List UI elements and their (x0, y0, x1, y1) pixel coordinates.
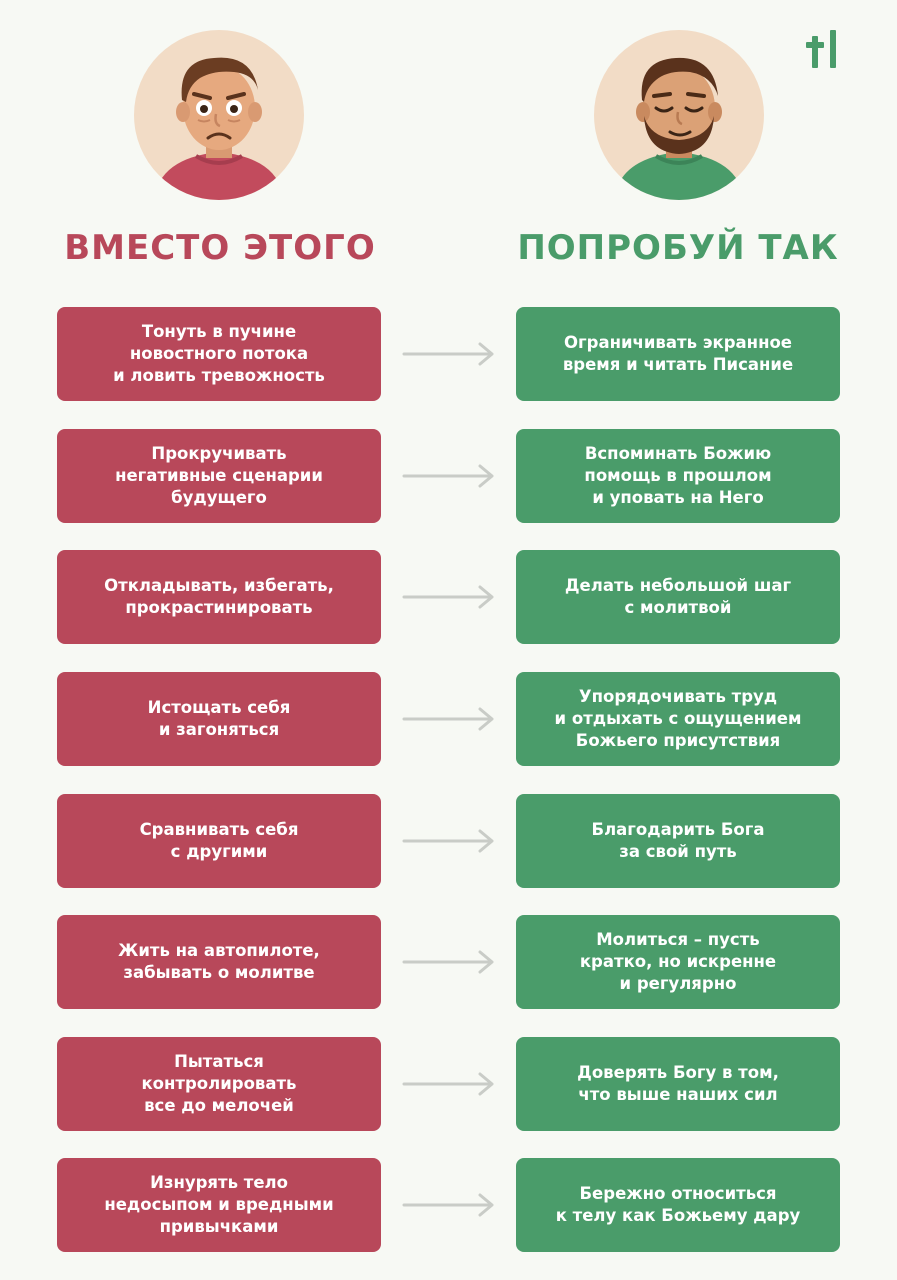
bad-habit-card: Прокручивать негативные сценарии будущег… (57, 429, 381, 523)
heading-instead: ВМЕСТО ЭТОГО (64, 228, 376, 268)
heading-try: ПОПРОБУЙ ТАК (517, 228, 839, 268)
arrow-right-icon (402, 707, 494, 731)
arrow-right-icon (402, 585, 494, 609)
arrow-right-icon (402, 342, 494, 366)
good-habit-card: Молиться – пусть кратко, но искренне и р… (516, 915, 840, 1009)
comparison-row: Прокручивать негативные сценарии будущег… (0, 429, 897, 523)
bad-habit-card: Жить на автопилоте, забывать о молитве (57, 915, 381, 1009)
comparison-row: Жить на автопилоте, забывать о молитве М… (0, 915, 897, 1009)
bad-habit-card: Откладывать, избегать, прокрастинировать (57, 550, 381, 644)
good-habit-card: Упорядочивать труд и отдыхать с ощущение… (516, 672, 840, 766)
arrow-right-icon (402, 1193, 494, 1217)
comparison-row: Изнурять тело недосыпом и вредными привы… (0, 1158, 897, 1252)
bad-habit-card: Тонуть в пучине новостного потока и лови… (57, 307, 381, 401)
bad-habit-card: Пытаться контролировать все до мелочей (57, 1037, 381, 1131)
anxious-man-avatar (134, 30, 304, 200)
bad-habit-card: Истощать себя и загоняться (57, 672, 381, 766)
arrow-right-icon (402, 829, 494, 853)
arrow-right-icon (402, 464, 494, 488)
good-habit-card: Благодарить Бога за свой путь (516, 794, 840, 888)
comparison-row: Откладывать, избегать, прокрастинировать… (0, 550, 897, 644)
good-habit-card: Ограничивать экранное время и читать Пис… (516, 307, 840, 401)
comparison-row: Пытаться контролировать все до мелочей Д… (0, 1037, 897, 1131)
arrow-right-icon (402, 1072, 494, 1096)
comparison-row: Тонуть в пучине новостного потока и лови… (0, 307, 897, 401)
good-habit-card: Делать небольшой шаг с молитвой (516, 550, 840, 644)
bad-habit-card: Изнурять тело недосыпом и вредными привы… (57, 1158, 381, 1252)
good-habit-card: Доверять Богу в том, что выше наших сил (516, 1037, 840, 1131)
cross-logo-icon (806, 30, 836, 68)
good-habit-card: Вспоминать Божию помощь в прошлом и упов… (516, 429, 840, 523)
comparison-row: Сравнивать себя с другими Благодарить Бо… (0, 794, 897, 888)
comparison-row: Истощать себя и загоняться Упорядочивать… (0, 672, 897, 766)
calm-man-avatar (594, 30, 764, 200)
good-habit-card: Бережно относиться к телу как Божьему да… (516, 1158, 840, 1252)
arrow-right-icon (402, 950, 494, 974)
bad-habit-card: Сравнивать себя с другими (57, 794, 381, 888)
